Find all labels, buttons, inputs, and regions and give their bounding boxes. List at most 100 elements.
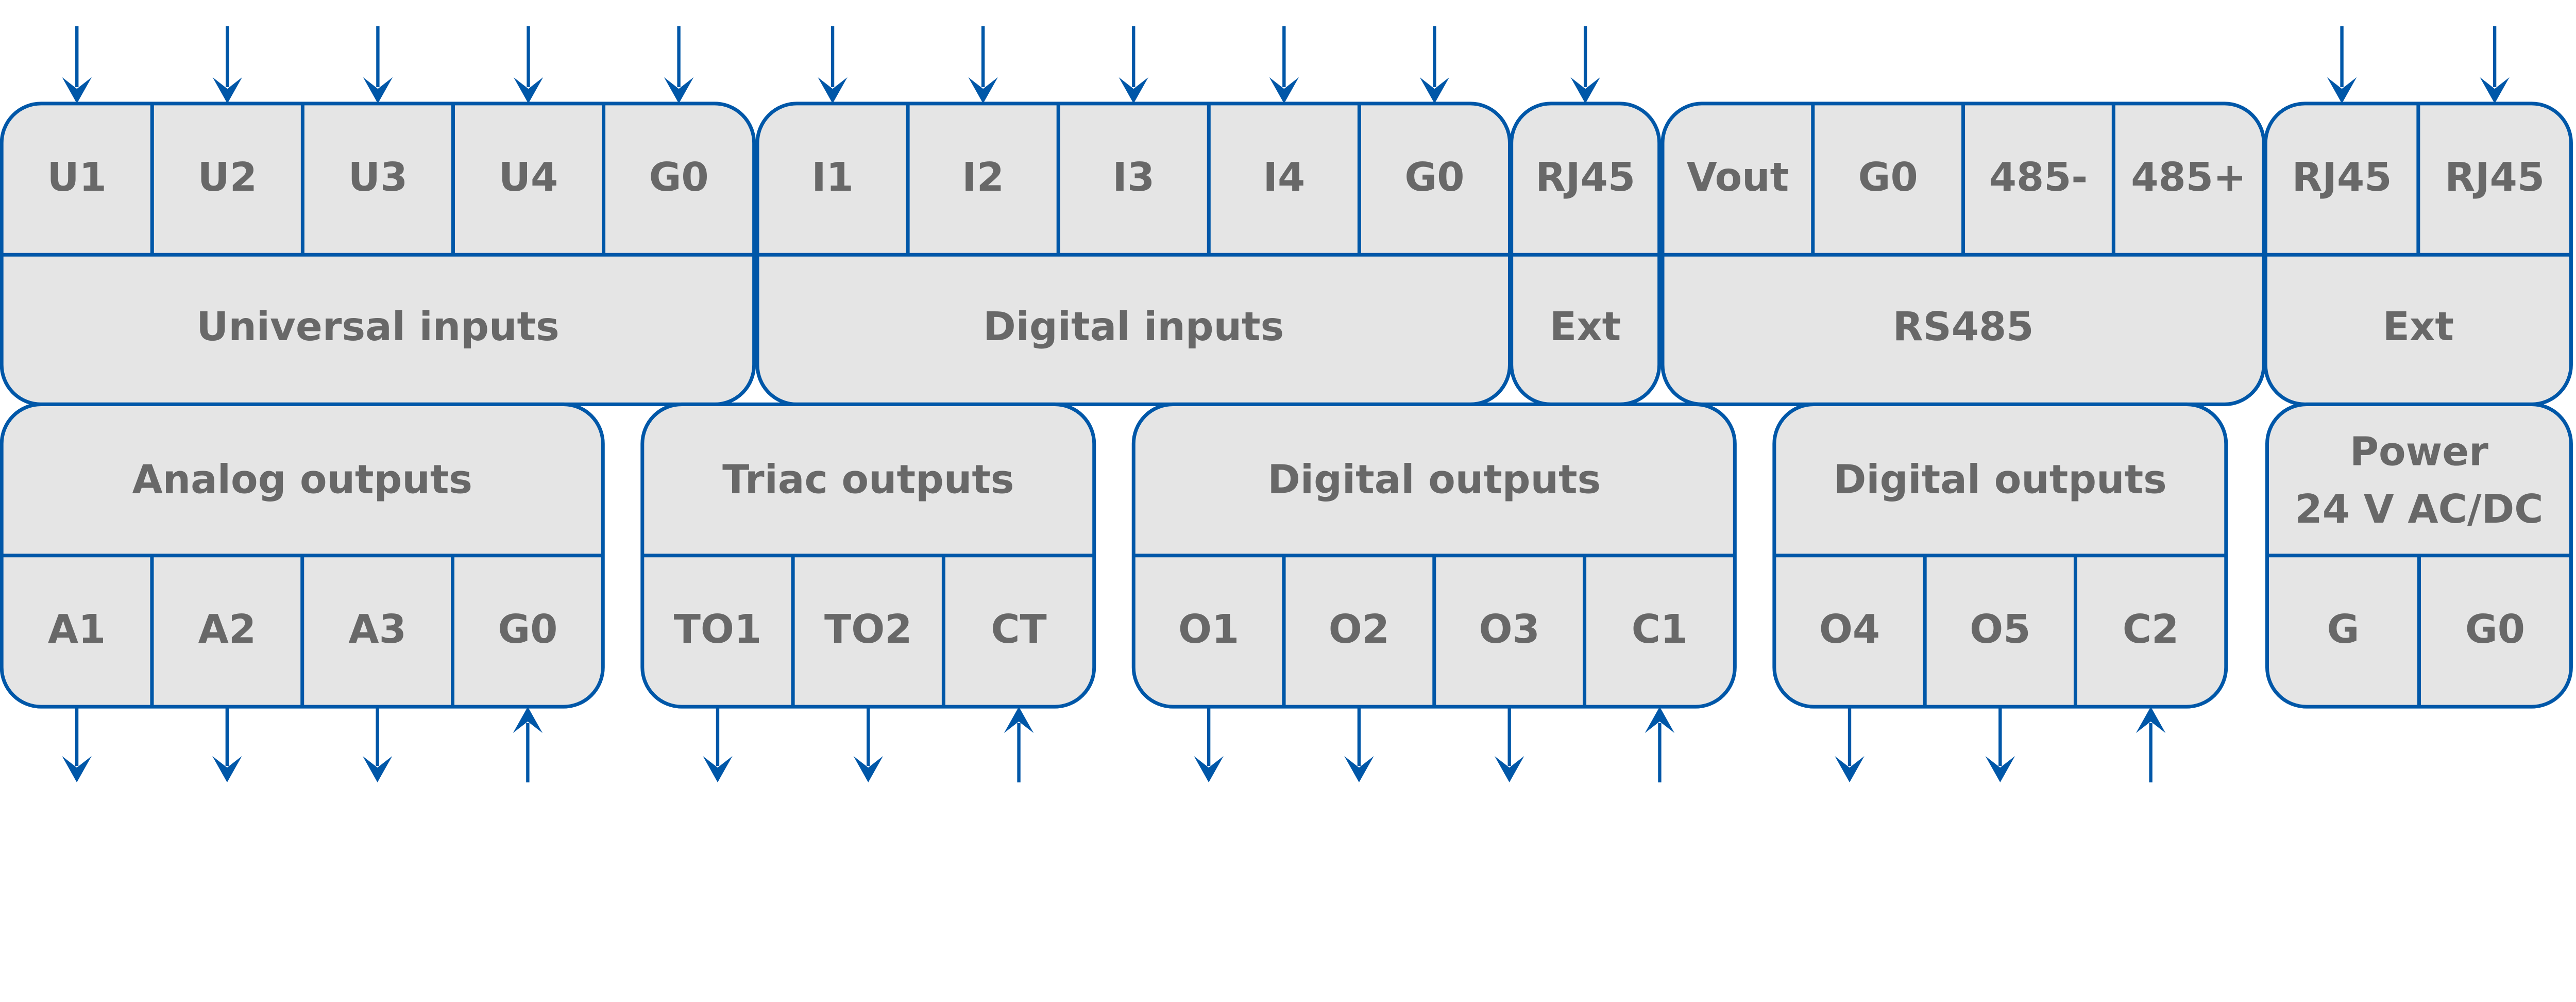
- arrow-head: [62, 756, 92, 782]
- arrow-head: [362, 756, 393, 782]
- terminal-label: O4: [1819, 607, 1880, 653]
- input-arrow-icon: [212, 26, 243, 104]
- group-label: RS485: [1893, 304, 2034, 350]
- arrow-head: [2480, 77, 2510, 104]
- arrow-head: [2136, 707, 2166, 733]
- terminal-block-bottom-0: A1 A2 A3 G0 Analog outputs: [0, 402, 605, 709]
- arrow-head: [1494, 756, 1524, 782]
- input-arrow-icon: [1419, 26, 1450, 104]
- terminal-label: RJ45: [2445, 155, 2545, 201]
- group-label: 24 V AC/DC: [2295, 487, 2543, 532]
- output-arrow-icon: [853, 707, 883, 782]
- terminal-label: A1: [48, 607, 106, 653]
- terminal-block-bottom-4: G G0 Power 24 V AC/DC: [2265, 402, 2573, 709]
- terminal-label: Vout: [1687, 155, 1789, 201]
- terminal-label: I4: [1263, 155, 1305, 201]
- input-arrow-icon: [1570, 26, 1600, 104]
- arrow-head: [1344, 756, 1374, 782]
- arrow-head: [664, 77, 694, 104]
- input-arrow-icon: [2136, 707, 2166, 782]
- output-arrow-icon: [703, 707, 733, 782]
- arrow-head: [212, 756, 242, 782]
- input-arrow-icon: [1004, 707, 1034, 782]
- group-label: Digital outputs: [1267, 457, 1601, 503]
- terminal-label: C2: [2123, 607, 2179, 653]
- terminal-label: TO1: [674, 607, 761, 653]
- group-label: Digital outputs: [1834, 457, 2167, 503]
- arrow-head: [1419, 77, 1450, 104]
- arrow-head: [513, 707, 543, 733]
- arrow-head: [363, 77, 393, 104]
- arrow-head: [1269, 77, 1299, 104]
- output-arrow-icon: [362, 707, 393, 782]
- input-arrow-icon: [968, 26, 998, 104]
- terminal-block-bottom-1: TO1 TO2 CT Triac outputs: [640, 402, 1096, 709]
- terminal-label: A2: [198, 607, 256, 653]
- terminal-label: I3: [1112, 155, 1155, 201]
- terminal-label: G0: [1404, 155, 1464, 201]
- arrow-head: [212, 77, 243, 104]
- input-arrow-icon: [818, 26, 848, 104]
- group-label: Universal inputs: [196, 304, 559, 350]
- input-arrow-icon: [1118, 26, 1148, 104]
- input-arrow-icon: [1269, 26, 1299, 104]
- arrow-head: [853, 756, 883, 782]
- terminal-label: O1: [1178, 607, 1239, 653]
- input-arrow-icon: [2327, 26, 2357, 104]
- group-label: Analog outputs: [132, 457, 472, 503]
- terminal-label: I1: [811, 155, 854, 201]
- terminal-label: U1: [47, 155, 107, 201]
- output-arrow-icon: [1494, 707, 1524, 782]
- input-arrow-icon: [1645, 707, 1675, 782]
- group-label: Digital inputs: [983, 304, 1284, 350]
- terminal-label: TO2: [824, 607, 912, 653]
- terminal-label: U4: [499, 155, 558, 201]
- arrow-head: [62, 77, 92, 104]
- terminal-label: 485+: [2131, 155, 2246, 201]
- output-arrow-icon: [1985, 707, 2015, 782]
- arrow-head: [1194, 756, 1224, 782]
- input-arrow-icon: [513, 26, 544, 104]
- input-arrow-icon: [62, 26, 92, 104]
- arrow-head: [513, 77, 544, 104]
- terminal-label: A3: [348, 607, 406, 653]
- arrow-head: [703, 756, 733, 782]
- group-label: Ext: [2383, 304, 2454, 350]
- terminal-label: C1: [1632, 607, 1688, 653]
- terminal-label: G0: [649, 155, 709, 201]
- input-arrow-icon: [2480, 26, 2510, 104]
- terminal-label: RJ45: [1535, 155, 1635, 201]
- input-arrow-icon: [363, 26, 393, 104]
- input-arrow-icon: [513, 707, 543, 782]
- group-label: Power: [2350, 429, 2488, 475]
- terminal-label: U2: [198, 155, 257, 201]
- group-label: Triac outputs: [722, 457, 1014, 503]
- terminal-block-bottom-3: O4 O5 C2 Digital outputs: [1772, 402, 2228, 709]
- terminal-block-bottom-2: O1 O2 O3 C1 Digital outputs: [1131, 402, 1737, 709]
- terminal-label: O5: [1970, 607, 2030, 653]
- group-label: Ext: [1550, 304, 1621, 350]
- terminal-label: G0: [498, 607, 557, 653]
- terminal-label: CT: [991, 607, 1046, 653]
- arrow-head: [1118, 77, 1148, 104]
- output-arrow-icon: [1835, 707, 1865, 782]
- input-arrow-icon: [664, 26, 694, 104]
- output-arrow-icon: [1194, 707, 1224, 782]
- terminal-label: G: [2327, 607, 2360, 653]
- terminal-label: U3: [348, 155, 408, 201]
- terminal-label: RJ45: [2292, 155, 2392, 201]
- arrow-head: [818, 77, 848, 104]
- arrow-head: [1570, 77, 1600, 104]
- arrow-head: [1985, 756, 2015, 782]
- terminal-label: G0: [2465, 607, 2525, 653]
- terminal-label: 485-: [1989, 155, 2088, 201]
- terminal-label: G0: [1858, 155, 1918, 201]
- terminal-label: O3: [1479, 607, 1540, 653]
- output-arrow-icon: [62, 707, 92, 782]
- terminal-label: O2: [1329, 607, 1389, 653]
